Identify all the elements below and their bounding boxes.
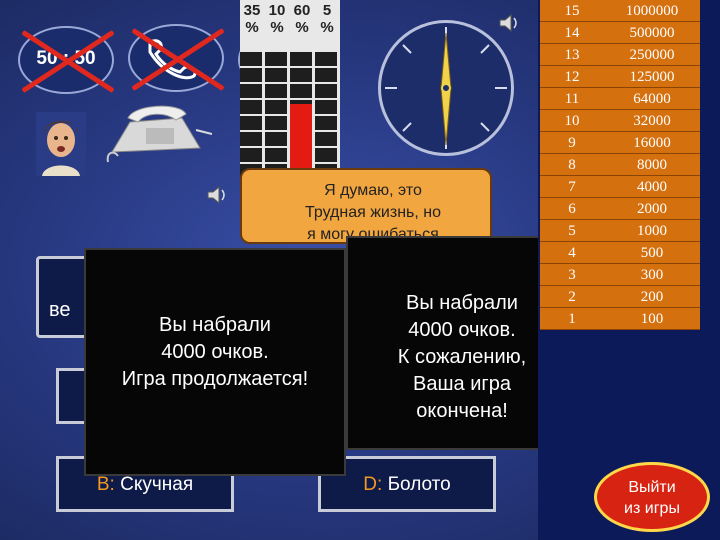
audience-percent-a: 35% xyxy=(243,2,261,36)
friend-speech-bubble: Я думаю, это Трудная жизнь, но я могу ош… xyxy=(240,168,492,244)
popup-line: Ваша игра xyxy=(413,373,511,395)
fifty-fifty-lifeline[interactable]: 50 : 50 xyxy=(18,26,115,94)
speaker-icon[interactable] xyxy=(498,12,520,34)
question-fragment: ве xyxy=(49,299,71,321)
audience-percent-d: 5% xyxy=(320,2,334,36)
phone-friend-lifeline[interactable] xyxy=(128,24,225,92)
score-continue-popup: Вы набрали 4000 очков. Игра продолжается… xyxy=(84,248,346,476)
answer-d[interactable]: D: Болото xyxy=(318,456,496,512)
telephone-icon xyxy=(106,105,212,163)
popup-line: Вы набрали xyxy=(406,292,518,314)
popup-line: окончена! xyxy=(416,400,508,422)
speech-line: Трудная жизнь, но xyxy=(304,204,441,221)
popup-line: Игра продолжается! xyxy=(121,368,309,390)
audience-percent-b: 10% xyxy=(268,2,286,36)
popup-line: К сожалению, xyxy=(397,346,527,368)
popup-line: Вы набрали xyxy=(159,314,271,336)
answer-letter: D: xyxy=(363,474,383,495)
exit-label: из игры xyxy=(624,500,680,517)
popup-line: 4000 очков. xyxy=(408,319,516,341)
avatar xyxy=(36,112,86,176)
answer-letter: B: xyxy=(96,474,115,495)
speaker-icon[interactable] xyxy=(206,184,228,206)
exit-game-button[interactable]: Выйти из игры xyxy=(594,462,710,532)
audience-percent-c: 60% xyxy=(293,2,311,36)
answer-text: Болото xyxy=(382,474,451,495)
popup-line: 4000 очков. xyxy=(161,341,269,363)
exit-label: Выйти xyxy=(628,479,676,496)
answer-text: Скучная xyxy=(114,474,194,495)
speech-line: Я думаю, это xyxy=(324,182,422,199)
clock-icon xyxy=(378,20,514,156)
